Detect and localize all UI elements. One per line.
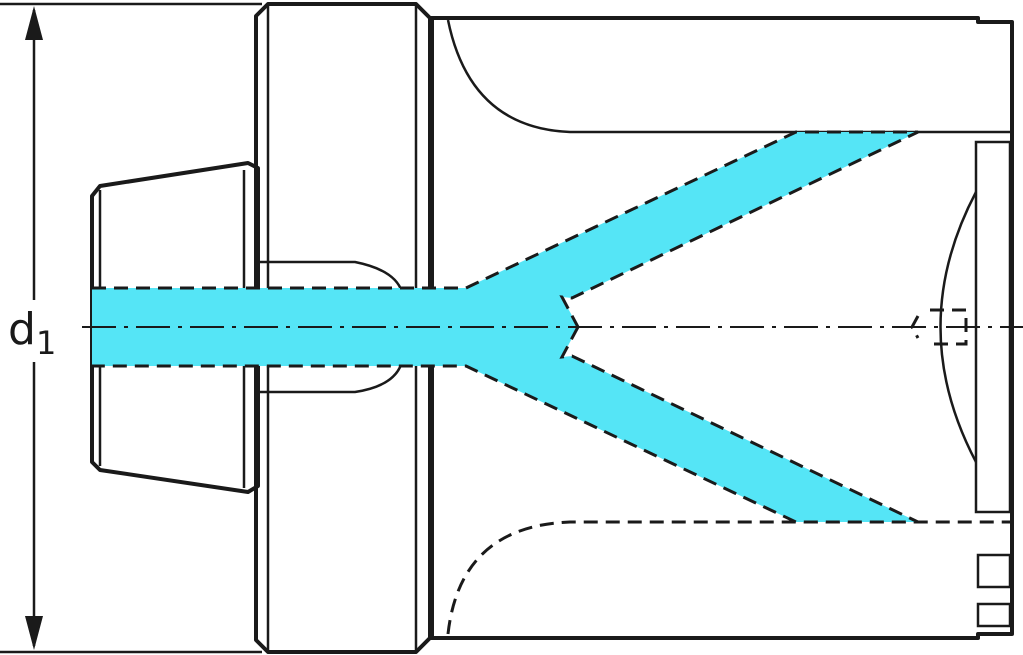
flange	[254, 2, 434, 654]
dimension-subscript: 1	[36, 324, 56, 362]
upper-flute	[446, 19, 1012, 134]
coolant-edge-upper	[92, 130, 919, 328]
arrow-bottom	[25, 616, 43, 650]
lower-flute	[446, 520, 1012, 635]
coolant-edge-lower	[92, 326, 919, 524]
dimension-label: d	[8, 304, 36, 355]
slot-lower	[976, 602, 1012, 628]
face-arc	[939, 191, 978, 463]
arrow-top	[25, 6, 43, 40]
main-body	[428, 16, 1014, 640]
slot-upper	[976, 553, 1012, 589]
